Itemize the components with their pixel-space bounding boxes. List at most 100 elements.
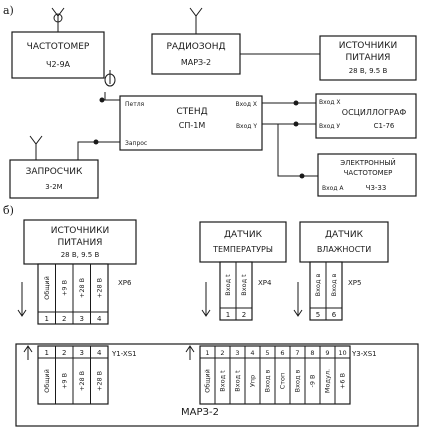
oscilloscope-input-x-label: Вход X	[319, 99, 341, 106]
y1-pin-label: +28 В	[78, 371, 86, 391]
y3-pin-number: 8	[310, 349, 314, 357]
y3-pin-label: +6 В	[339, 373, 347, 389]
radiosonde-title: РАДИОЗОНД	[166, 42, 225, 52]
xp4-label: ХР4	[258, 279, 272, 287]
interrogator-title: ЗАПРОСЧИК	[26, 167, 83, 177]
xp4-connector: ХР4	[219, 261, 272, 321]
power-sources-block: ИСТОЧНИКИ ПИТАНИЯ 28 В, 9.5 В	[319, 35, 417, 81]
arrow-down-icon	[201, 282, 211, 317]
xp6-pin-number: 4	[97, 315, 102, 323]
xp6-connector: ХР6	[37, 263, 132, 325]
marz-label: МАРЗ-2	[181, 407, 219, 418]
y3-pin-number: 7	[295, 349, 299, 357]
y3-pin-number: 9	[325, 349, 329, 357]
oscilloscope-input-y-label: Вход У	[319, 123, 340, 130]
frequency-meter-model: Ч2-9А	[46, 60, 71, 69]
xp6-pin-number: 2	[62, 315, 66, 323]
oscilloscope-title: ОСЦИЛЛОГРАФ	[342, 108, 407, 117]
xp4-pin-label: Вход t	[240, 274, 248, 296]
power-sources-volts: 28 В, 9.5 В	[349, 67, 388, 75]
interrogator-model: 3-2М	[45, 183, 62, 191]
xp5-pin-label: Вход в	[314, 274, 322, 297]
temperature-sensor-title: ДАТЧИК	[224, 230, 263, 240]
arrow-down-icon	[17, 282, 27, 317]
xp5-pin-label: Вход в	[330, 274, 338, 297]
connector-dot	[93, 139, 99, 145]
antenna-icon	[51, 7, 65, 32]
power-sources-b-title2: ПИТАНИЯ	[58, 238, 103, 248]
y3-pin-label: Стоп	[279, 373, 287, 390]
y3-pin-label: Вход t	[219, 370, 227, 392]
xp6-pin-label: +28 В	[95, 278, 103, 298]
oscilloscope-model: С1-76	[374, 122, 395, 130]
xp5-connector: ХР5	[309, 261, 361, 321]
oscilloscope-block: Вход X ОСЦИЛЛОГРАФ Вход У С1-76	[315, 93, 417, 139]
electronic-counter-model: Ч3-33	[366, 184, 387, 192]
power-sources-b-title: ИСТОЧНИКИ	[51, 226, 109, 236]
antenna-icon	[185, 345, 195, 360]
interrogator-block: ЗАПРОСЧИК 3-2М	[9, 159, 99, 199]
antenna-icon	[23, 345, 33, 360]
y1-pin-number: 4	[97, 349, 102, 357]
electronic-counter-title: ЭЛЕКТРОННЫЙ	[340, 158, 396, 167]
loop-connector-icon	[99, 70, 120, 103]
xp6-pin-number: 1	[45, 315, 49, 323]
power-sources-title: ИСТОЧНИКИ	[339, 41, 397, 51]
stand-input-x-label: Вход X	[235, 101, 257, 108]
stand-loop-label: Петля	[125, 101, 145, 108]
y3-pin-label: Модул.	[324, 369, 332, 393]
section-a-label: а)	[3, 4, 14, 17]
temperature-sensor-title2: ТЕМПЕРАТУРЫ	[212, 245, 273, 254]
xp6-label: ХР6	[118, 279, 132, 287]
y3-label: Y3-XS1	[351, 350, 377, 358]
y3-pin-label: -9 В	[309, 374, 317, 387]
y3-pin-number: 10	[338, 349, 346, 357]
stand-input-y-label: Вход Y	[236, 123, 257, 130]
y3-pin-label: Вход в	[264, 370, 272, 393]
humidity-sensor-title: ДАТЧИК	[325, 230, 364, 240]
y3-pin-label: Общий	[204, 369, 212, 393]
frequency-meter-title: ЧАСТОТОМЕР	[27, 42, 90, 52]
y3-pin-label: Вход в	[294, 370, 302, 393]
query-wire	[77, 141, 120, 160]
electronic-counter-input-label: Вход А	[322, 185, 344, 192]
section-b-label: б)	[3, 204, 14, 217]
xp5-pin-number: 6	[332, 311, 337, 319]
xp4-pin-label: Вход t	[224, 274, 232, 296]
y3-pin-number: 3	[235, 349, 239, 357]
y3-pin-number: 1	[205, 349, 209, 357]
humidity-sensor-title2: ВЛАЖНОСТИ	[317, 245, 371, 254]
stand-block: СТЕНД СП-1М Петля Запрос Вход X Вход Y	[119, 95, 263, 151]
connector-dot	[293, 100, 299, 106]
connector-dot	[299, 173, 305, 179]
stand-model: СП-1М	[179, 121, 206, 130]
y1-label: Y1-XS1	[111, 350, 137, 358]
frequency-meter-block: ЧАСТОТОМЕР Ч2-9А	[11, 31, 105, 79]
y1-connector: Y1-XS1	[37, 345, 137, 405]
y3-pin-number: 6	[280, 349, 284, 357]
electronic-counter-block: ЭЛЕКТРОННЫЙ ЧАСТОТОМЕР Вход А Ч3-33	[317, 153, 417, 197]
y1-pin-number: 1	[45, 349, 49, 357]
humidity-sensor-block: ДАТЧИК ВЛАЖНОСТИ	[299, 221, 389, 263]
y3-pin-label: Вход t	[234, 370, 242, 392]
y3-pin-number: 4	[250, 349, 254, 357]
xp5-label: ХР5	[348, 279, 361, 287]
xp6-pin-number: 3	[80, 315, 84, 323]
electronic-counter-title2: ЧАСТОТОМЕР	[344, 169, 393, 177]
radiosonde-model: МАРЗ-2	[181, 58, 211, 67]
y1-pin-number: 2	[62, 349, 66, 357]
y1-pin-number: 3	[80, 349, 84, 357]
radiosonde-block: РАДИОЗОНД МАРЗ-2	[151, 33, 241, 75]
xp6-pin-label: +28 В	[78, 278, 86, 298]
stand-title: СТЕНД	[176, 107, 207, 117]
counter-wire	[277, 124, 318, 177]
temperature-sensor-block: ДАТЧИК ТЕМПЕРАТУРЫ	[199, 221, 287, 263]
xp5-pin-number: 5	[316, 311, 320, 319]
connector-dot	[293, 121, 299, 127]
xp4-pin-number: 2	[242, 311, 246, 319]
power-sources-b-block: ИСТОЧНИКИ ПИТАНИЯ 28 В, 9.5 В	[23, 219, 137, 265]
y3-pin-number: 2	[220, 349, 224, 357]
xp6-pin-label: Общий	[43, 276, 51, 300]
xp6-pin-label: +9 В	[60, 280, 68, 296]
